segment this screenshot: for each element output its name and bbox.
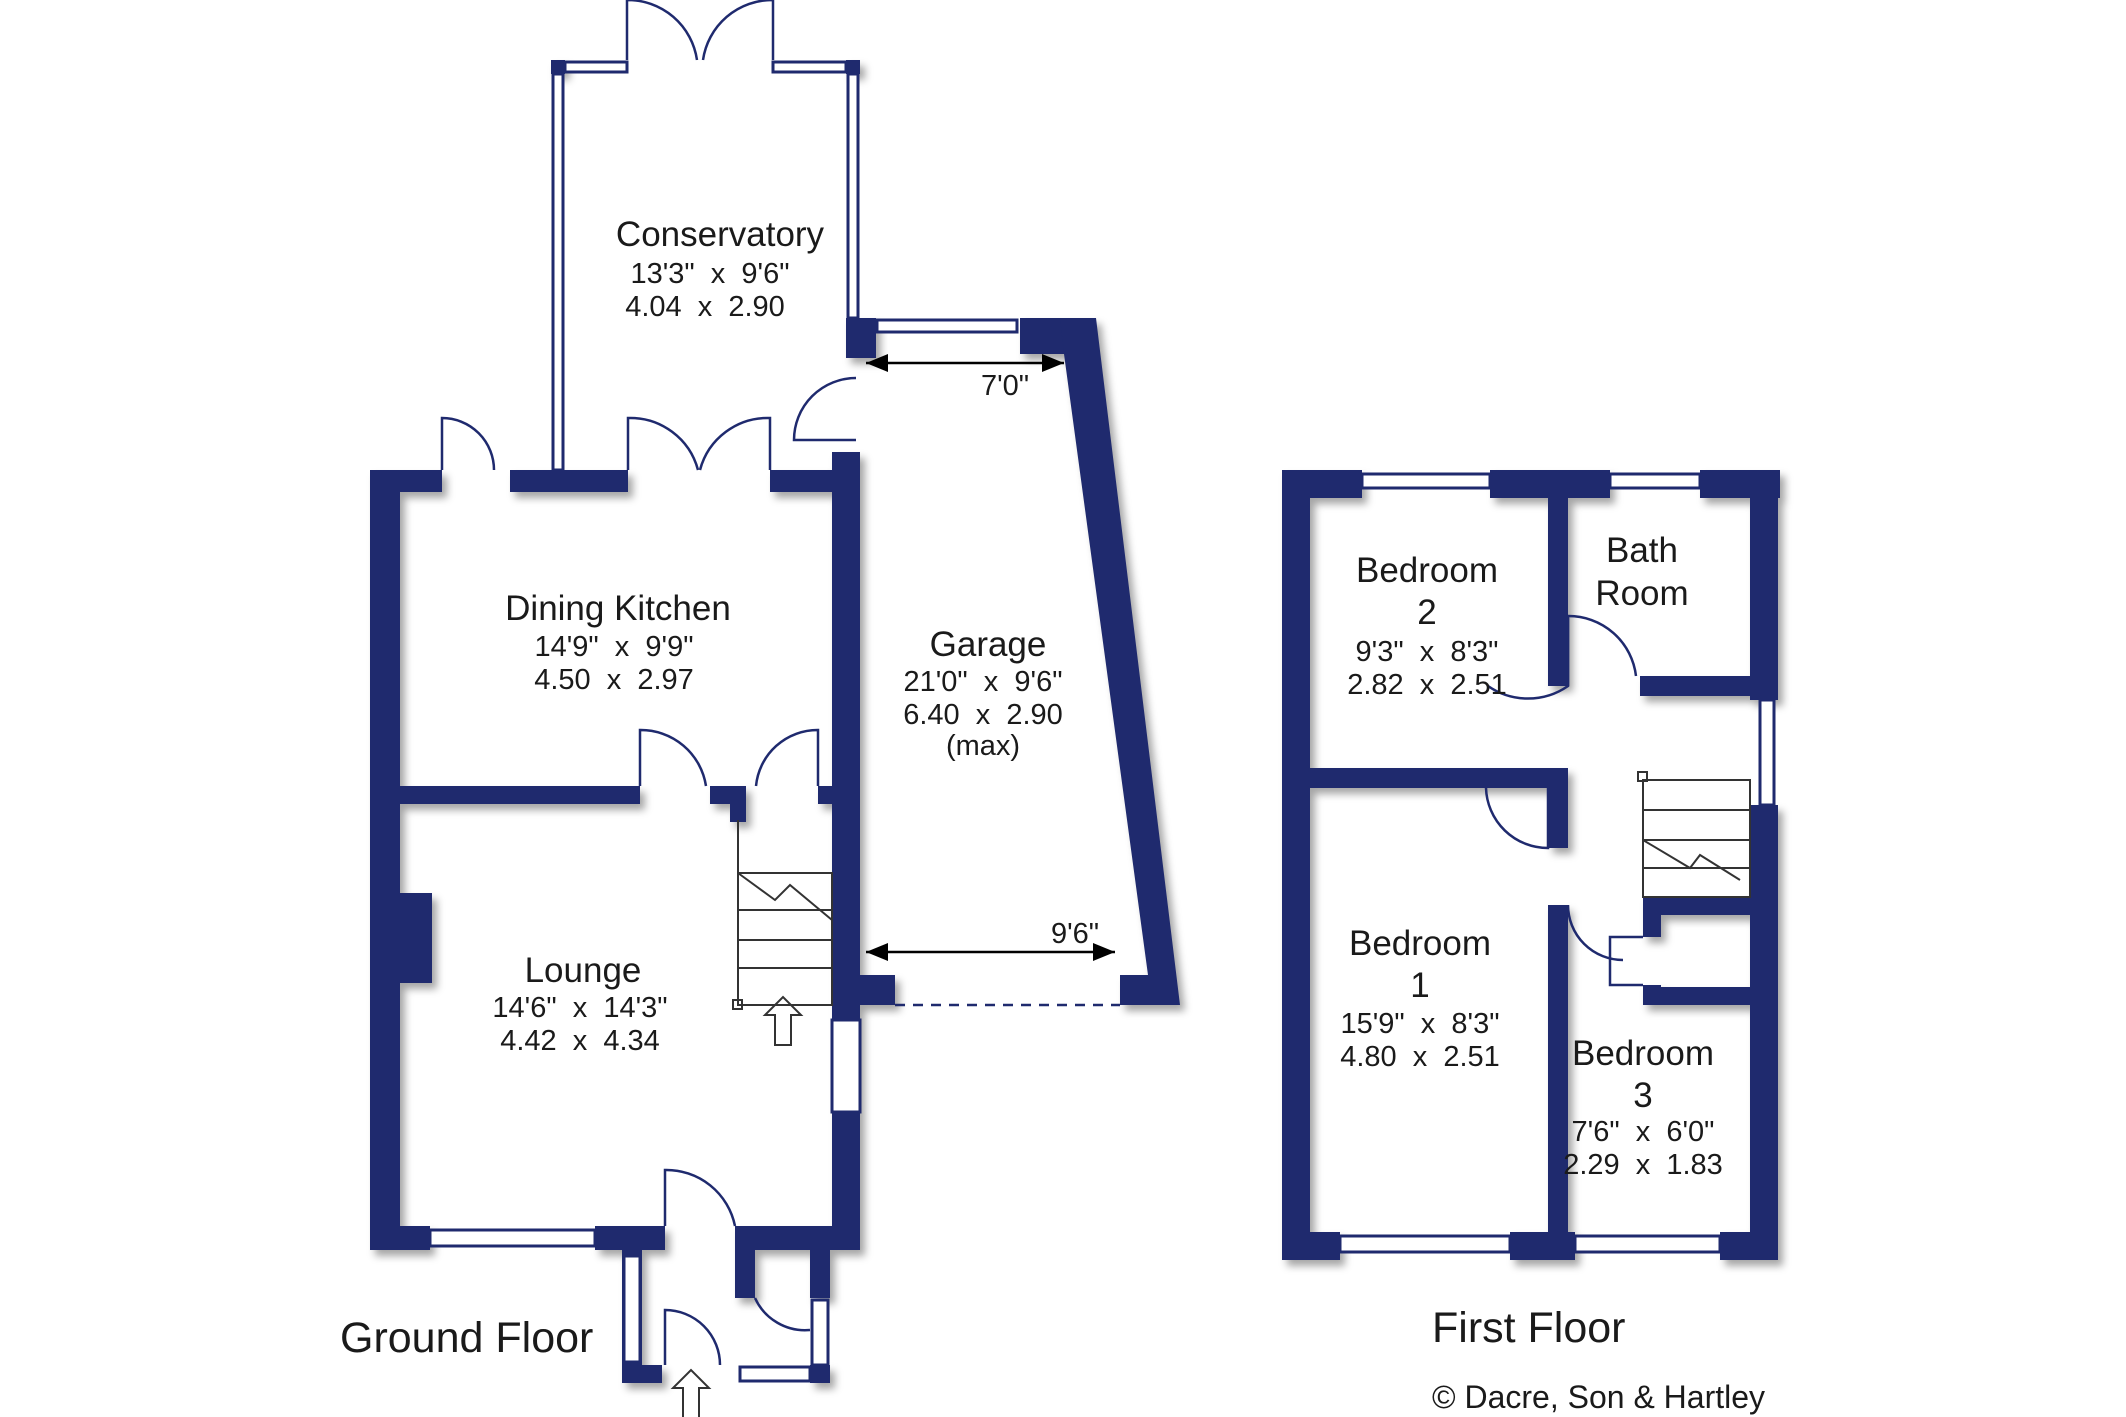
bedroom3-name-line2: 3 [1633,1076,1652,1115]
conservatory-metric: 4.04 x 2.90 [625,291,785,323]
bedroom1-label: Bedroom 1 15'9" x 8'3" 4.80 x 2.51 [1340,924,1500,1073]
conservatory-name: Conservatory [616,215,825,254]
first-floor-windows [1338,472,1776,1254]
lounge-name: Lounge [525,951,642,990]
bedroom2-name-line2: 2 [1417,593,1436,632]
first-floor-doors [1484,614,1643,987]
garage-dim-bottom: 9'6" [1051,918,1099,950]
first-floor-walls [1282,470,1780,1260]
bathroom-name-line2: Room [1595,574,1688,613]
bedroom1-metric: 4.80 x 2.51 [1340,1041,1500,1073]
garage-name: Garage [930,625,1047,664]
conservatory-label: Conservatory 13'3" x 9'6" 4.04 x 2.90 [616,215,825,323]
bedroom1-name-line2: 1 [1410,966,1429,1005]
bedroom2-label: Bedroom 2 9'3" x 8'3" 2.82 x 2.51 [1347,551,1507,701]
lounge-imperial: 14'6" x 14'3" [492,992,667,1024]
lounge-label: Lounge 14'6" x 14'3" 4.42 x 4.34 [492,951,667,1057]
bedroom2-metric: 2.82 x 2.51 [1347,669,1507,701]
ground-floor-title: Ground Floor [340,1314,593,1362]
dining-kitchen-label: Dining Kitchen 14'9" x 9'9" 4.50 x 2.97 [505,589,731,696]
bedroom3-imperial: 7'6" x 6'0" [1572,1116,1715,1148]
lounge-metric: 4.42 x 4.34 [500,1025,660,1057]
bedroom1-name-line1: Bedroom [1349,924,1491,963]
conservatory-imperial: 13'3" x 9'6" [630,258,789,290]
first-floor-stairs [1637,771,1751,898]
bedroom2-name-line1: Bedroom [1356,551,1498,590]
garage-note: (max) [946,730,1020,762]
garage-metric: 6.40 x 2.90 [903,699,1063,731]
bedroom2-imperial: 9'3" x 8'3" [1356,636,1499,668]
copyright-notice: © Dacre, Son & Hartley [1432,1379,1765,1415]
bedroom3-label: Bedroom 3 7'6" x 6'0" 2.29 x 1.83 [1563,1034,1723,1181]
bedroom3-name-line1: Bedroom [1572,1034,1714,1073]
entrance-arrow-icon [670,1368,712,1417]
bedroom1-imperial: 15'9" x 8'3" [1340,1008,1499,1040]
bathroom-label: Bath Room [1595,531,1688,613]
garage-label: Garage 21'0" x 9'6" 6.40 x 2.90 (max) 7'… [903,370,1099,950]
garage-dim-top: 7'0" [981,370,1029,402]
bedroom3-metric: 2.29 x 1.83 [1563,1149,1723,1181]
ground-floor-doors [440,0,857,1366]
dining-kitchen-imperial: 14'9" x 9'9" [534,631,693,663]
dining-kitchen-metric: 4.50 x 2.97 [534,664,694,696]
ground-floor-stairs [732,820,833,1046]
ground-floor-walls [370,60,1180,1383]
first-floor-title: First Floor [1432,1304,1626,1352]
dining-kitchen-name: Dining Kitchen [505,589,731,628]
bathroom-name-line1: Bath [1606,531,1678,570]
ground-floor-windows [428,60,1019,1383]
garage-imperial: 21'0" x 9'6" [903,666,1062,698]
garage-dimensions [866,354,1120,1007]
